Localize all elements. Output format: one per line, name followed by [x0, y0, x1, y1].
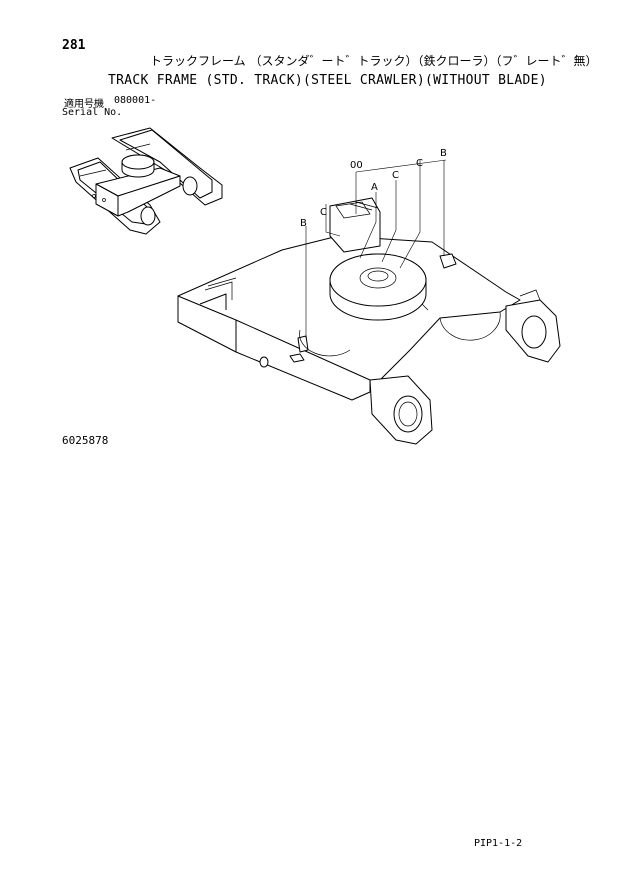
callout-leaders	[305, 159, 447, 338]
serial-label-japanese: 適用号機	[64, 99, 104, 110]
serial-value: 080001-	[114, 95, 157, 106]
title-english: TRACK FRAME (STD. TRACK)(STEEL CRAWLER)(…	[108, 73, 547, 88]
callout-c-right: C	[416, 158, 423, 169]
title-japanese: トラックフレーム （スタンダ゛ート゛トラック）（鉄クローラ）（フ゛レート゛無）	[150, 54, 598, 68]
page-code: PIP1-1-2	[474, 838, 523, 849]
thumbnail-drawing	[69, 127, 223, 235]
callout-c-left: C	[320, 207, 327, 218]
callout-00: 00	[350, 160, 363, 171]
callout-a: A	[371, 182, 378, 193]
serial-label-english: Serial No.	[62, 107, 123, 118]
main-frame-drawing	[177, 197, 561, 445]
callout-b-right: B	[440, 148, 447, 159]
page-number: 281	[62, 38, 86, 53]
drawing-number: 6025878	[62, 434, 109, 447]
callout-c-mid: C	[392, 170, 399, 181]
callout-b-left: B	[300, 218, 307, 229]
